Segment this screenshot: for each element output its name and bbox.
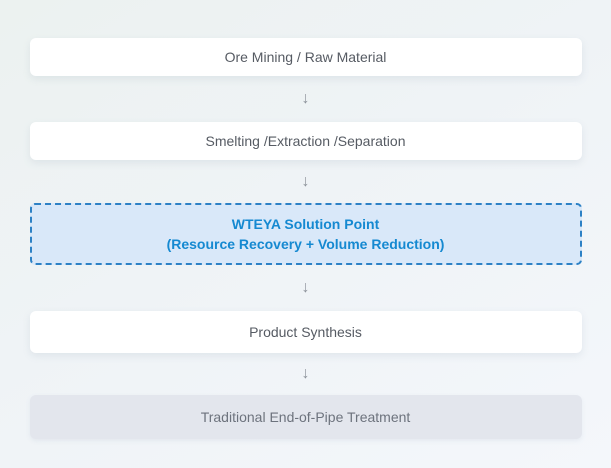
step-ore-mining: Ore Mining / Raw Material (29, 38, 582, 76)
step-wteya-solution-point: WTEYA Solution Point (Resource Recovery … (29, 203, 582, 265)
arrow-glyph: ↓ (301, 365, 310, 382)
step-label: Ore Mining / Raw Material (224, 49, 387, 65)
step-label: Smelting /Extraction /Separation (205, 133, 406, 149)
down-arrow-icon: ↓ (302, 160, 310, 203)
down-arrow-icon: ↓ (302, 265, 310, 311)
step-product-synthesis: Product Synthesis (29, 311, 582, 353)
highlight-subtitle: (Resource Recovery + Volume Reduction) (166, 236, 445, 252)
down-arrow-icon: ↓ (302, 353, 310, 395)
step-smelting-extraction-separation: Smelting /Extraction /Separation (29, 122, 582, 160)
arrow-glyph: ↓ (301, 279, 310, 296)
highlight-title: WTEYA Solution Point (231, 216, 380, 232)
arrow-glyph: ↓ (301, 90, 310, 107)
step-label: Traditional End-of-Pipe Treatment (200, 409, 411, 425)
arrow-glyph: ↓ (301, 172, 310, 190)
down-arrow-icon: ↓ (302, 76, 310, 122)
step-label: Product Synthesis (249, 324, 362, 340)
step-traditional-end-of-pipe-treatment: Traditional End-of-Pipe Treatment (29, 395, 582, 439)
